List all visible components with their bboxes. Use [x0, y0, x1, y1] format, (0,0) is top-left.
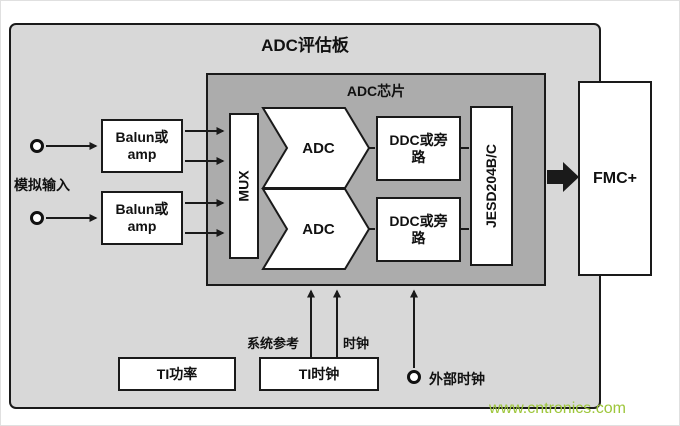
ti-clock-block: TI时钟: [259, 357, 379, 391]
balun-line1: Balun或: [115, 129, 169, 146]
jesd204-block: JESD204B/C: [470, 106, 513, 266]
balun-line2: amp: [127, 146, 157, 162]
balun-amp-block-1: Balun或 amp: [101, 119, 183, 173]
adc-chip-title: ADC芯片: [346, 83, 406, 99]
balun-amp-text: Balun或 amp: [116, 129, 169, 163]
balun-line2: amp: [127, 218, 157, 234]
external-clock-label: 外部时钟: [429, 371, 485, 387]
balun-amp-block-2: Balun或 amp: [101, 191, 183, 245]
eval-board-title: ADC评估板: [261, 36, 349, 55]
clock-label: 时钟: [343, 336, 370, 351]
jesd204-label: JESD204B/C: [483, 143, 500, 229]
system-reference-label: 系统参考: [247, 336, 300, 351]
analog-input-port-2: [30, 211, 44, 225]
balun-line1: Balun或: [115, 201, 169, 218]
mux-block: MUX: [229, 113, 259, 259]
ti-power-block: TI功率: [118, 357, 236, 391]
ddc-bypass-block-2: DDC或旁路: [376, 197, 461, 262]
site-watermark: www.cntronics.com: [489, 400, 626, 417]
balun-amp-text: Balun或 amp: [116, 201, 169, 235]
external-clock-port: [407, 370, 421, 384]
adc-block-1-label: ADC: [302, 139, 335, 157]
fmc-connector-block: FMC+: [578, 81, 652, 276]
mux-label: MUX: [236, 170, 252, 202]
adc-block-2-label: ADC: [302, 220, 335, 238]
analog-input-label: 模拟输入: [14, 177, 70, 193]
ddc-bypass-block-1: DDC或旁路: [376, 116, 461, 181]
analog-input-port-1: [30, 139, 44, 153]
